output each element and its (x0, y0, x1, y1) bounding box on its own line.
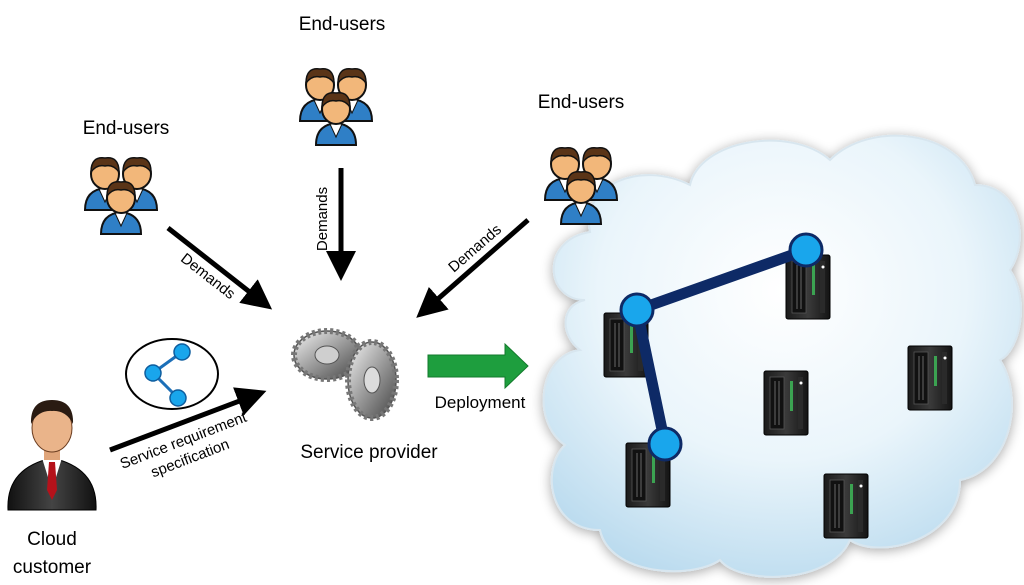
graph-link (631, 304, 671, 450)
server-icon (763, 370, 809, 436)
graph-link (631, 244, 812, 316)
end-users-group-left: End-users (83, 118, 170, 234)
users-group-icon (85, 158, 157, 234)
cloud-customer-label-line2: customer (13, 557, 92, 578)
server-icon (823, 473, 869, 539)
end-users-label: End-users (83, 118, 170, 139)
deployed-service-graph (619, 232, 824, 462)
graph-node (619, 292, 655, 328)
cloud-customer-label-line1: Cloud (27, 529, 77, 550)
end-users-label: End-users (538, 92, 625, 113)
deployment-arrow (427, 342, 529, 390)
server-icon (907, 345, 953, 411)
demands-label-center: Demands (314, 187, 331, 251)
graph-node (788, 232, 824, 268)
service-provider-label: Service provider (300, 442, 438, 463)
business-person-icon (7, 400, 97, 511)
graph-node (647, 426, 683, 462)
end-users-label: End-users (299, 14, 386, 35)
graph-icon (125, 338, 219, 410)
gears-icon (291, 328, 399, 421)
demand-arrow-right (416, 218, 530, 318)
requirement-arrow (109, 387, 267, 453)
end-users-group-center: End-users (299, 14, 386, 145)
end-users-group-right: End-users (538, 92, 625, 224)
users-group-icon (300, 69, 372, 145)
deployment-label: Deployment (435, 393, 526, 412)
demand-arrow-left (166, 226, 273, 310)
